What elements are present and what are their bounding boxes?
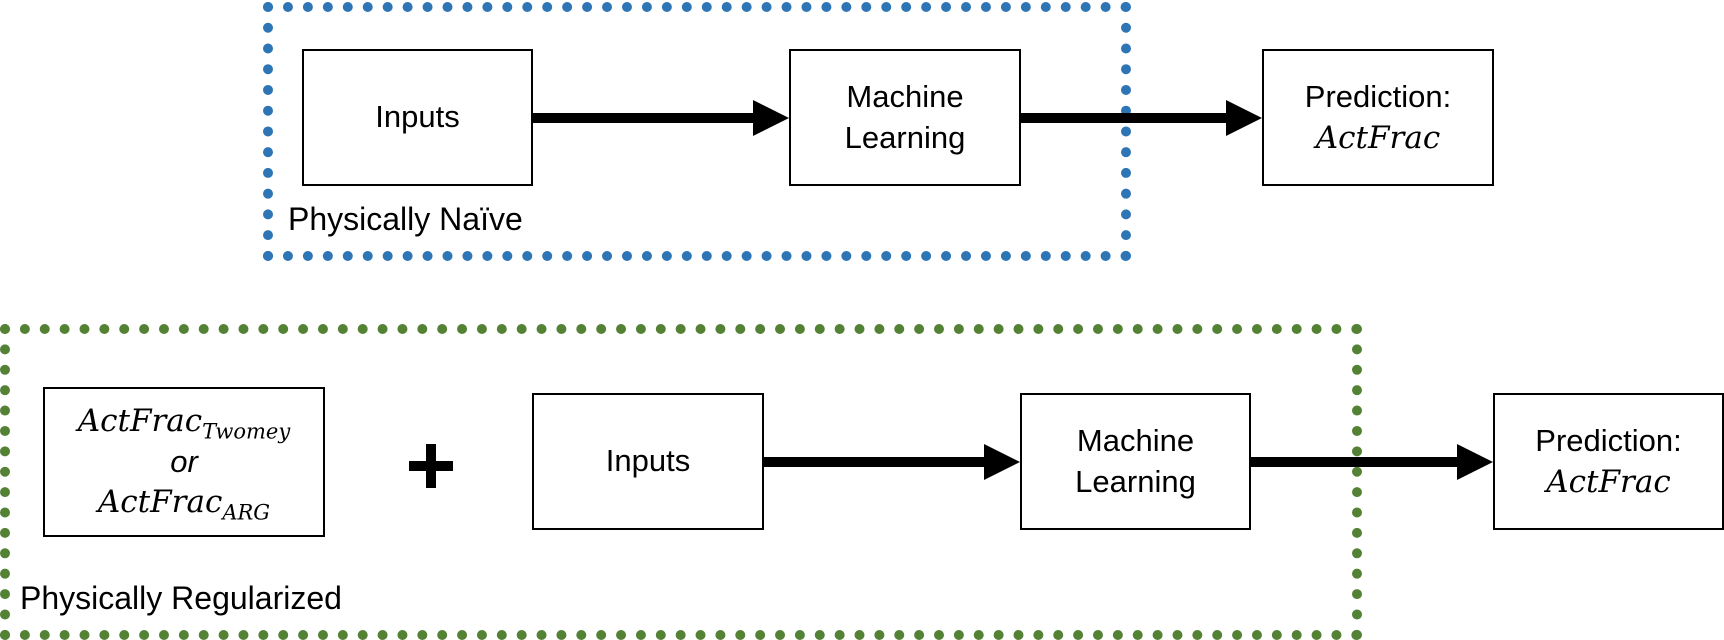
arrow-naive-inputs-to-ml (533, 100, 789, 136)
regularization-term-arg-base: ActFrac (97, 484, 223, 521)
regularization-or: or (170, 443, 198, 479)
naive-inputs-label: Inputs (375, 99, 460, 135)
regularized-ml-box: Machine Learning (1020, 393, 1251, 530)
regularized-prediction-box: Prediction: ActFrac (1493, 393, 1724, 530)
naive-inputs-box: Inputs (302, 49, 533, 186)
naive-ml-box: Machine Learning (789, 49, 1021, 186)
regularized-ml-label-line2: Learning (1075, 463, 1196, 499)
naive-prediction-variable: ActFrac (1315, 119, 1441, 156)
naive-ml-label-line1: Machine (846, 78, 964, 114)
regularized-ml-label-line1: Machine (1076, 422, 1195, 458)
regularization-term-twomey-subscript: Twomey (202, 418, 291, 443)
regularized-prediction-label: Prediction: (1535, 422, 1682, 458)
naive-ml-label-line2: Learning (844, 119, 966, 155)
regularization-term-twomey: ActFracTwomey (78, 401, 290, 442)
regularized-inputs-label: Inputs (605, 443, 691, 479)
physically-naive-label: Physically Naïve (288, 201, 523, 237)
physically-regularized-group (0, 324, 1362, 640)
arrow-regularized-ml-to-prediction (1251, 444, 1493, 480)
regularization-term-twomey-base: ActFrac (77, 402, 203, 439)
arrow-regularized-inputs-to-ml (764, 444, 1020, 480)
regularized-inputs-box: Inputs (532, 393, 764, 530)
regularized-prediction-variable: ActFrac (1546, 463, 1671, 500)
naive-prediction-label: Prediction: (1304, 78, 1452, 114)
physically-naive-group (263, 2, 1131, 261)
regularization-term-arg: ActFracARG (98, 482, 270, 523)
plus-icon (409, 444, 453, 488)
physically-regularized-label: Physically Regularized (20, 580, 342, 616)
regularization-term-arg-subscript: ARG (222, 500, 271, 525)
arrow-naive-ml-to-prediction (1021, 100, 1262, 136)
regularization-term-box: ActFracTwomey or ActFracARG (43, 387, 325, 537)
naive-prediction-box: Prediction: ActFrac (1262, 49, 1494, 186)
